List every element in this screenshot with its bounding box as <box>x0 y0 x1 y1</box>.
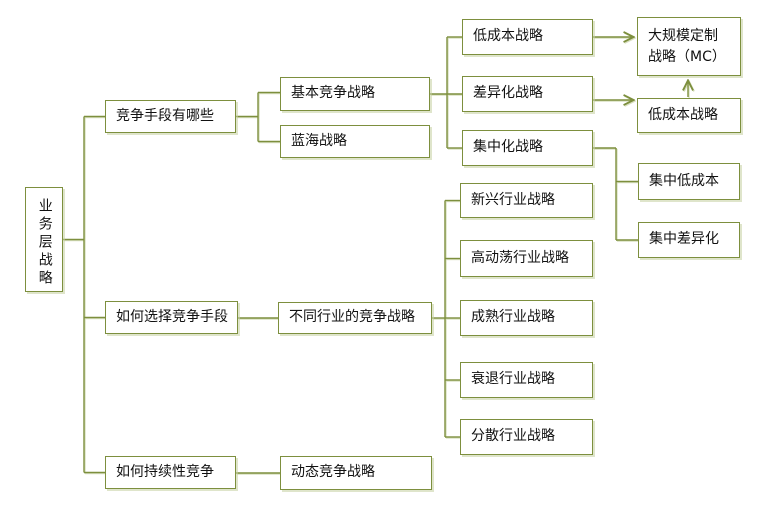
node-mature: 成熟行业战略 <box>460 300 593 336</box>
node-q3: 如何持续性竞争 <box>105 456 236 489</box>
node-low-cost: 低成本战略 <box>462 19 593 55</box>
node-q2: 如何选择竞争手段 <box>105 301 238 334</box>
node-focus-low-cost: 集中低成本 <box>638 163 740 200</box>
connector-lines <box>63 37 688 474</box>
node-industry: 不同行业的竞争战略 <box>278 302 432 334</box>
node-root: 业务层战略 <box>25 187 63 292</box>
node-focus-diff: 集中差异化 <box>638 222 740 258</box>
node-blue-ocean: 蓝海战略 <box>280 125 430 158</box>
node-basic: 基本竞争战略 <box>280 77 430 111</box>
node-focus: 集中化战略 <box>462 130 593 166</box>
node-q1: 竞争手段有哪些 <box>105 100 236 133</box>
node-emerging: 新兴行业战略 <box>460 183 593 218</box>
node-declining: 衰退行业战略 <box>460 362 593 398</box>
node-low-cost-2: 低成本战略 <box>637 98 741 133</box>
node-diff: 差异化战略 <box>462 76 593 112</box>
node-turbulent: 高动荡行业战略 <box>460 240 593 277</box>
node-mass-custom: 大规模定制战略（MC） <box>637 17 741 76</box>
node-dynamic: 动态竞争战略 <box>280 456 432 490</box>
node-fragmented: 分散行业战略 <box>460 419 593 455</box>
